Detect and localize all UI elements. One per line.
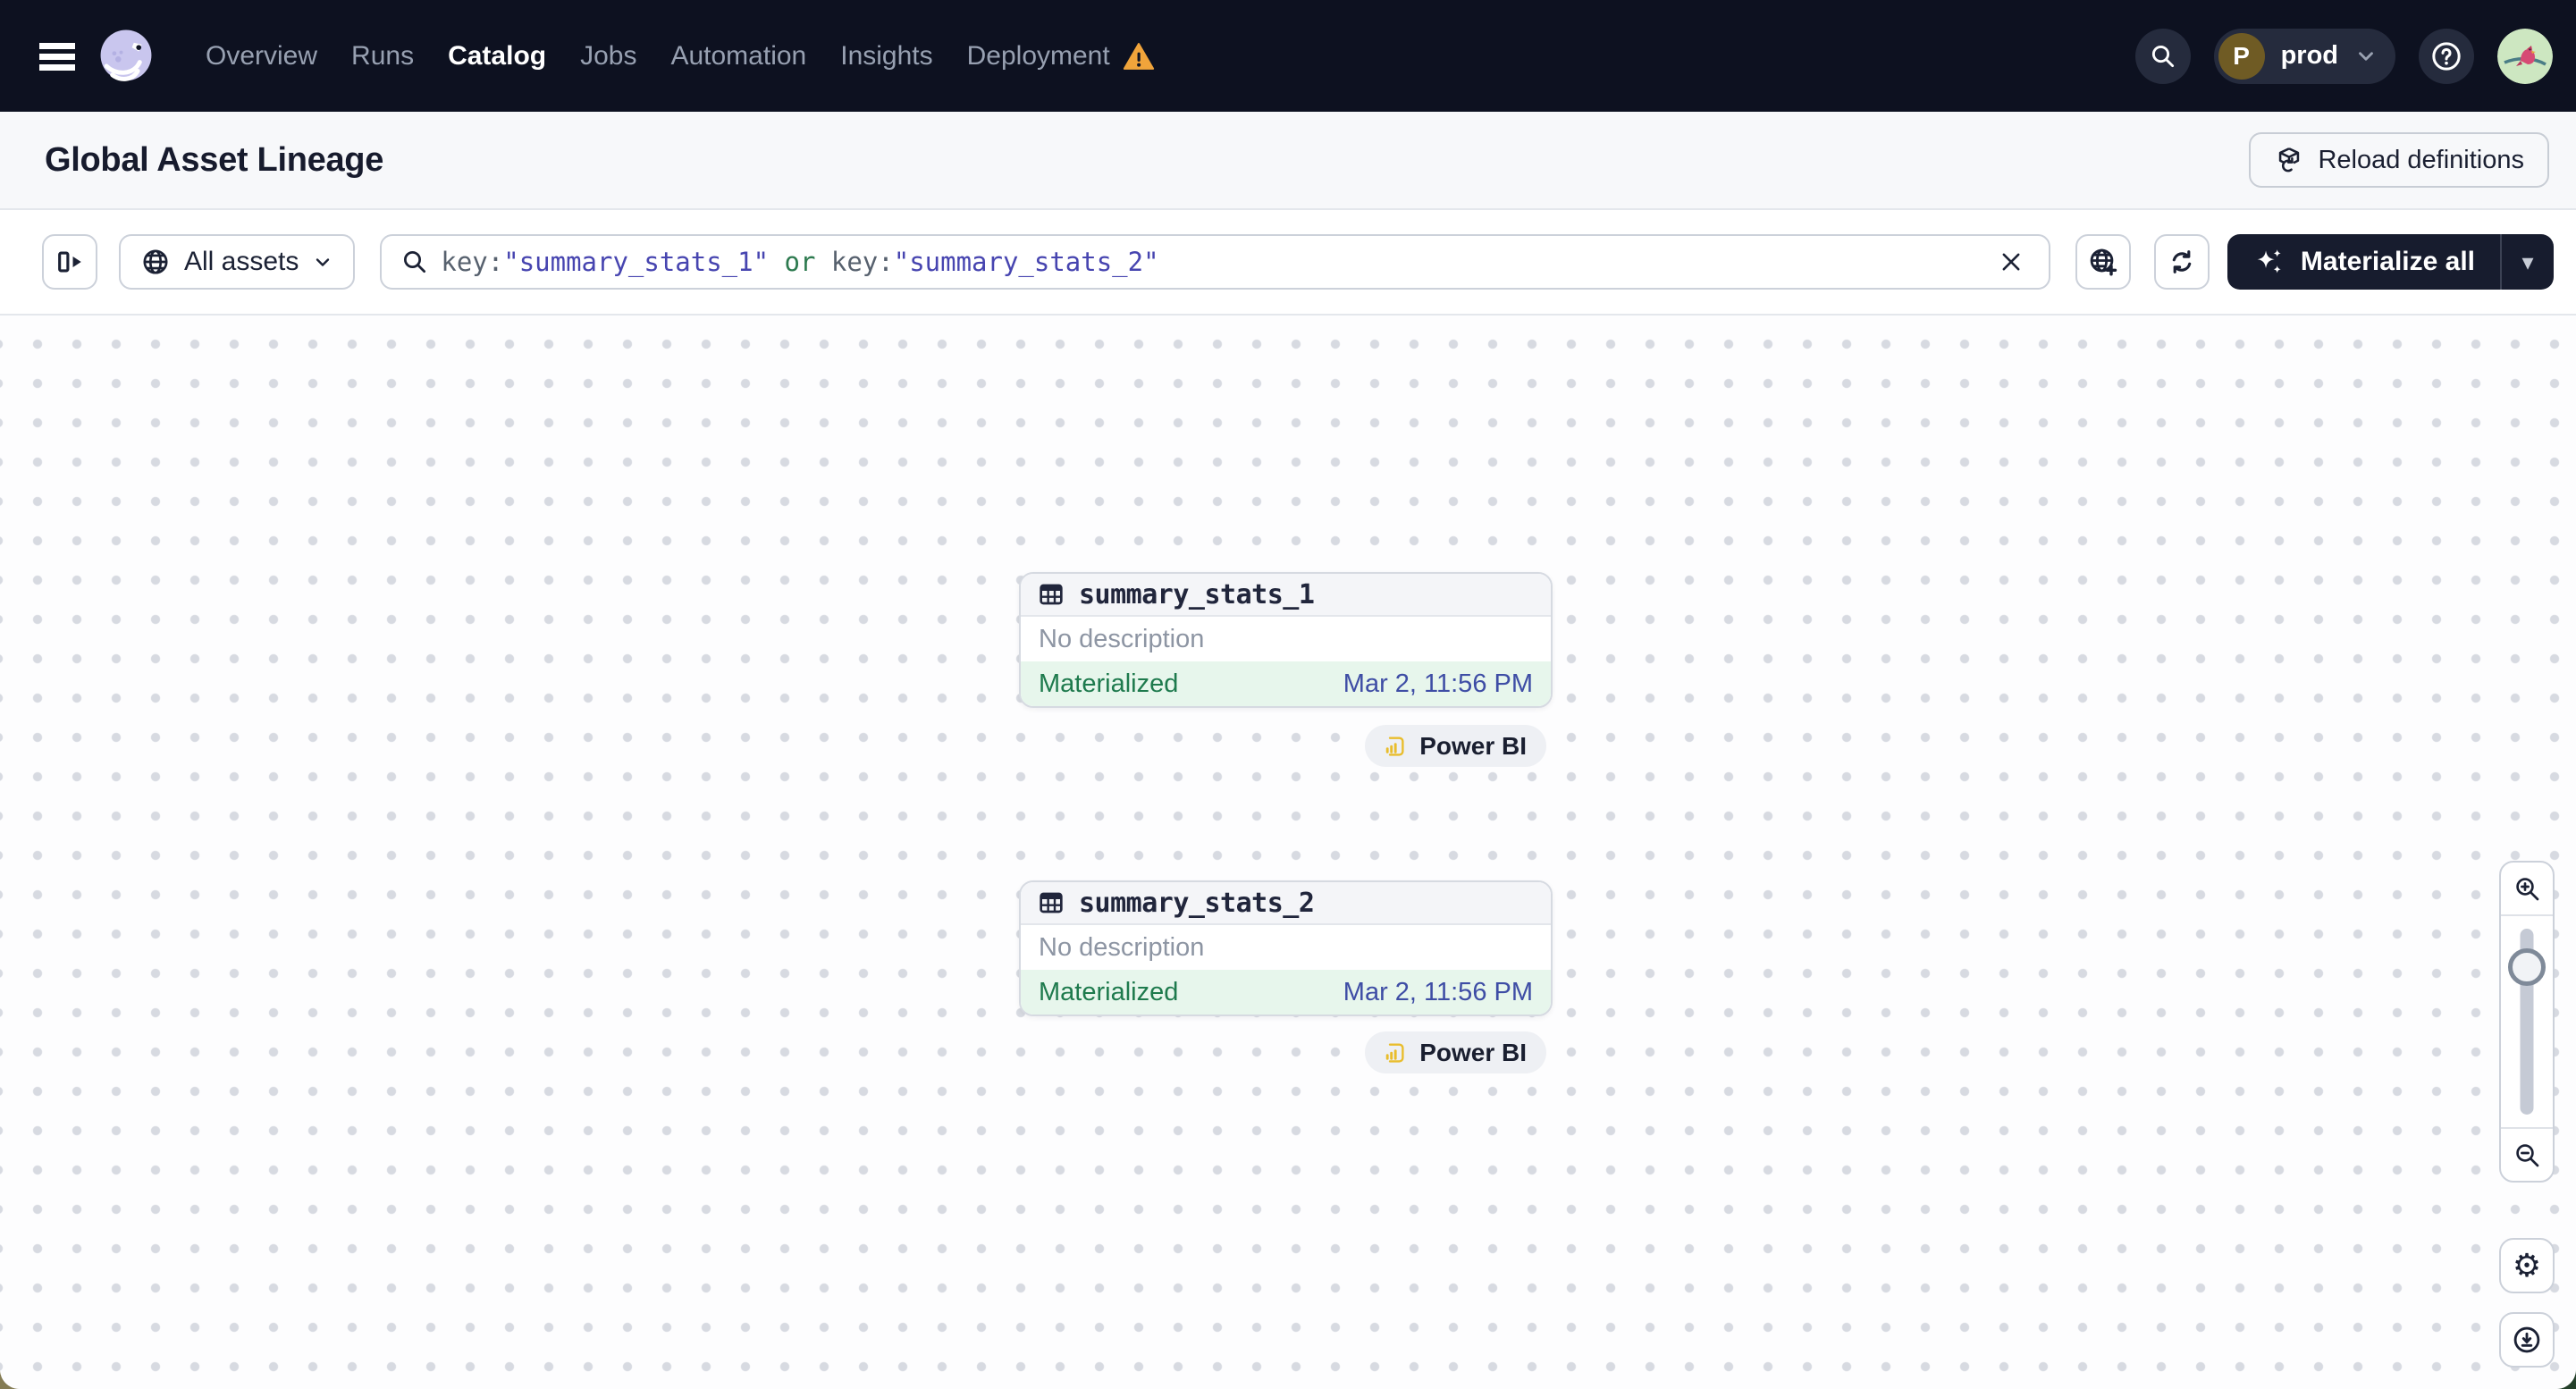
asset-node-summary-stats-1[interactable]: summary_stats_1 No description Materiali…: [1019, 572, 1553, 708]
zoom-out-icon: [2513, 1141, 2541, 1169]
nav-item-insights[interactable]: Insights: [840, 41, 932, 72]
lineage-canvas[interactable]: summary_stats_1 No description Materiali…: [0, 316, 2576, 1389]
search-button[interactable]: [2134, 28, 2191, 84]
nav-item-label: Overview: [206, 40, 318, 71]
zoom-in-icon: [2513, 874, 2541, 903]
help-button[interactable]: [2419, 28, 2474, 84]
hamburger-menu-icon[interactable]: [30, 29, 84, 83]
nav-item-jobs[interactable]: Jobs: [580, 41, 636, 72]
materialize-options-button[interactable]: ▾: [2502, 234, 2554, 290]
warning-triangle-icon: [1123, 42, 1155, 71]
asset-tag-powerbi[interactable]: Power BI: [1365, 725, 1546, 767]
clear-search-button[interactable]: [1991, 242, 2031, 282]
refresh-button[interactable]: [2153, 234, 2210, 290]
query-token: key:: [830, 247, 894, 277]
zoom-in-button[interactable]: [2501, 863, 2553, 916]
asset-description: No description: [1039, 932, 1205, 962]
nav-item-label: Catalog: [448, 40, 547, 71]
deployment-name: prod: [2280, 41, 2338, 70]
open-panel-icon: [55, 247, 85, 277]
reload-definitions-button[interactable]: Reload definitions: [2249, 132, 2549, 188]
nav-item-automation[interactable]: Automation: [670, 41, 806, 72]
zoom-out-button[interactable]: [2501, 1127, 2553, 1181]
asset-status: Materialized: [1039, 669, 1179, 698]
main-nav: Overview Runs Catalog Jobs Automation In…: [206, 41, 1155, 72]
nav-item-label: Runs: [351, 40, 415, 71]
caret-down-icon: ▾: [2521, 248, 2534, 275]
powerbi-icon: [1381, 1040, 1408, 1066]
deployment-initial-badge: P: [2218, 32, 2265, 80]
asset-node-summary-stats-2[interactable]: summary_stats_2 No description Materiali…: [1019, 880, 1553, 1016]
asset-tag-label: Power BI: [1419, 1038, 1527, 1066]
nav-item-label: Deployment: [966, 40, 1110, 71]
powerbi-icon: [1381, 733, 1408, 760]
nav-item-label: Jobs: [580, 40, 637, 71]
gear-icon: ⚙: [2512, 1247, 2542, 1284]
split-button-divider: [2500, 234, 2502, 290]
download-icon: [2511, 1324, 2543, 1356]
search-icon: [401, 248, 428, 275]
download-graph-button[interactable]: [2499, 1312, 2555, 1368]
graph-settings-button[interactable]: ⚙: [2499, 1238, 2555, 1293]
help-icon: [2429, 38, 2464, 74]
query-token: key:: [441, 247, 504, 277]
nav-item-deployment[interactable]: Deployment: [967, 41, 1155, 72]
asset-status-bar: Materialized Mar 2, 11:56 PM: [1021, 970, 1551, 1014]
query-token: or: [769, 247, 831, 277]
search-icon: [2150, 43, 2176, 70]
table-icon: [1037, 580, 1065, 609]
page-title: Global Asset Lineage: [45, 140, 384, 179]
create-asset-group-button[interactable]: [2075, 234, 2131, 290]
deployment-initial: P: [2233, 41, 2250, 70]
asset-name: summary_stats_2: [1079, 887, 1315, 919]
asset-tag-label: Power BI: [1419, 731, 1527, 760]
materialize-split-button: Materialize all ▾: [2227, 234, 2554, 290]
query-token: "summary_stats_2": [893, 247, 1159, 277]
reload-definitions-icon: [2274, 145, 2304, 175]
page-header: Global Asset Lineage Reload definitions: [0, 112, 2576, 210]
nav-item-catalog[interactable]: Catalog: [448, 41, 546, 72]
asset-filter-label: All assets: [184, 247, 299, 276]
user-avatar[interactable]: [2497, 28, 2553, 84]
open-sidebar-button[interactable]: [42, 234, 97, 290]
search-query: key:"summary_stats_1" or key:"summary_st…: [441, 247, 1979, 277]
refresh-icon: [2166, 246, 2198, 278]
globe-icon: [140, 247, 171, 277]
sparkles-icon: [2252, 245, 2286, 279]
asset-description: No description: [1039, 624, 1205, 653]
asset-materialized-time[interactable]: Mar 2, 11:56 PM: [1343, 977, 1533, 1006]
materialize-all-button[interactable]: Materialize all: [2227, 234, 2500, 290]
asset-group-filter[interactable]: All assets: [119, 234, 356, 290]
query-token: "summary_stats_1": [503, 247, 770, 277]
asset-tag-powerbi[interactable]: Power BI: [1365, 1031, 1546, 1073]
nav-item-label: Automation: [670, 40, 807, 71]
zoom-slider-area: [2501, 916, 2553, 1127]
chevron-down-icon: [312, 251, 333, 273]
asset-node-header: summary_stats_2: [1021, 882, 1551, 925]
nav-item-label: Insights: [840, 40, 933, 71]
asset-status-bar: Materialized Mar 2, 11:56 PM: [1021, 661, 1551, 706]
dagster-logo-icon[interactable]: [95, 25, 157, 88]
zoom-slider-thumb[interactable]: [2508, 948, 2546, 986]
table-icon: [1037, 888, 1065, 917]
top-navbar: Overview Runs Catalog Jobs Automation In…: [0, 0, 2576, 112]
nav-item-overview[interactable]: Overview: [206, 41, 317, 72]
asset-status: Materialized: [1039, 977, 1179, 1006]
chevron-down-icon: [2354, 45, 2378, 68]
navbar-right-group: P prod: [2134, 28, 2553, 84]
asset-search-input[interactable]: key:"summary_stats_1" or key:"summary_st…: [380, 234, 2050, 290]
lineage-toolbar: All assets key:"summary_stats_1" or key:…: [0, 210, 2576, 316]
asset-name: summary_stats_1: [1079, 578, 1315, 610]
deployment-switcher[interactable]: P prod: [2213, 28, 2395, 84]
asset-materialized-time[interactable]: Mar 2, 11:56 PM: [1343, 669, 1533, 698]
globe-plus-icon: [2087, 246, 2119, 278]
reload-definitions-label: Reload definitions: [2318, 145, 2524, 174]
nav-item-runs[interactable]: Runs: [351, 41, 414, 72]
asset-node-header: summary_stats_1: [1021, 574, 1551, 617]
zoom-control-panel: [2499, 861, 2555, 1183]
materialize-all-label: Materialize all: [2300, 247, 2475, 276]
